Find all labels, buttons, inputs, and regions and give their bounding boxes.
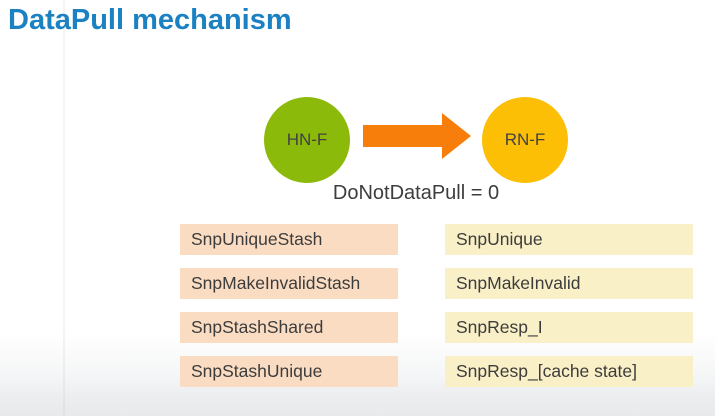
- list-item: SnpStashShared: [180, 312, 398, 343]
- stash-snoop-list: SnpUniqueStash SnpMakeInvalidStash SnpSt…: [180, 224, 398, 387]
- rn-f-node: RN-F: [482, 97, 568, 183]
- right-arrow-icon: [363, 110, 471, 162]
- snoop-response-list: SnpUnique SnpMakeInvalid SnpResp_I SnpRe…: [445, 224, 693, 387]
- list-item: SnpUnique: [445, 224, 693, 255]
- list-item: SnpUniqueStash: [180, 224, 398, 255]
- hn-f-node: HN-F: [264, 97, 350, 183]
- list-item: SnpMakeInvalidStash: [180, 268, 398, 299]
- rn-f-node-label: RN-F: [504, 130, 546, 149]
- slide-left-edge-line: [63, 0, 65, 416]
- list-item: SnpResp_[cache state]: [445, 356, 693, 387]
- list-item: SnpMakeInvalid: [445, 268, 693, 299]
- page-title: DataPull mechanism: [8, 4, 292, 36]
- hn-f-node-label: HN-F: [286, 130, 328, 149]
- list-item: SnpResp_I: [445, 312, 693, 343]
- list-item: SnpStashUnique: [180, 356, 398, 387]
- arrow-caption: DoNotDataPull = 0: [332, 182, 500, 204]
